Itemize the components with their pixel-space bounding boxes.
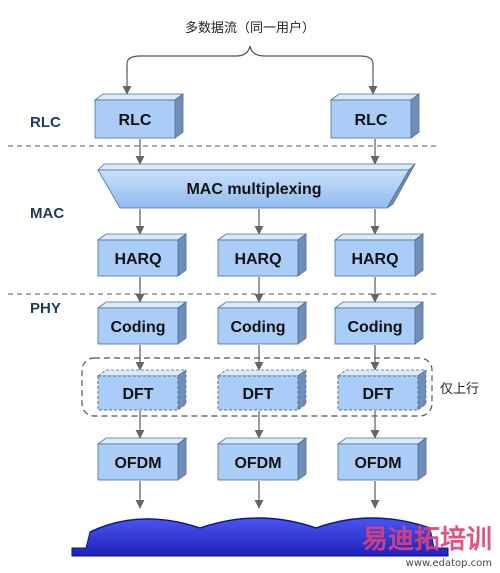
harq-block-2-label: HARQ — [234, 251, 281, 268]
harq-block-1: HARQ — [96, 233, 188, 277]
stream-brace — [126, 45, 374, 72]
layer-label-phy: PHY — [30, 300, 61, 317]
uplink-only-label: 仅上行 — [440, 382, 479, 397]
coding-block-3: Coding — [333, 301, 425, 345]
ofdm-block-1: OFDM — [96, 437, 188, 481]
harq-block-2: HARQ — [216, 233, 308, 277]
coding-block-1: Coding — [96, 301, 188, 345]
watermark-brand: 易迪拓培训 — [362, 525, 492, 555]
ofdm-block-2: OFDM — [216, 437, 308, 481]
dft-block-3: DFT — [336, 369, 428, 411]
layer-label-rlc: RLC — [30, 114, 61, 131]
layer-label-mac: MAC — [30, 205, 64, 222]
rlc-block-right-label: RLC — [355, 112, 388, 129]
dft-block-3-label: DFT — [362, 386, 393, 403]
harq-block-3: HARQ — [333, 233, 425, 277]
rlc-block-left-label: RLC — [119, 112, 152, 129]
coding-block-2-label: Coding — [230, 319, 285, 336]
dft-block-2: DFT — [216, 369, 308, 411]
diagram-title: 多数据流（同一用户） — [185, 20, 315, 36]
mac-multiplexing-label: MAC multiplexing — [186, 181, 321, 198]
uplink-only-group-box — [81, 357, 433, 417]
harq-block-1-label: HARQ — [114, 251, 161, 268]
dft-block-1-label: DFT — [122, 386, 153, 403]
coding-block-1-label: Coding — [110, 319, 165, 336]
coding-block-3-label: Coding — [347, 319, 402, 336]
harq-block-3-label: HARQ — [351, 251, 398, 268]
watermark: 易迪拓培训 www.edatop.com — [362, 525, 492, 569]
mac-multiplexing-block: MAC multiplexing — [97, 163, 416, 209]
ofdm-block-3-label: OFDM — [354, 455, 401, 472]
ofdm-block-1-label: OFDM — [114, 455, 161, 472]
ofdm-carrier-spectrum — [71, 517, 449, 557]
dft-block-2-label: DFT — [242, 386, 273, 403]
coding-block-2: Coding — [216, 301, 308, 345]
watermark-site: www.edatop.com — [406, 558, 492, 569]
rlc-block-right: RLC — [329, 93, 421, 139]
dft-block-1: DFT — [96, 369, 188, 411]
ofdm-block-3: OFDM — [336, 437, 428, 481]
rlc-block-left: RLC — [93, 93, 185, 139]
ofdm-block-2-label: OFDM — [234, 455, 281, 472]
